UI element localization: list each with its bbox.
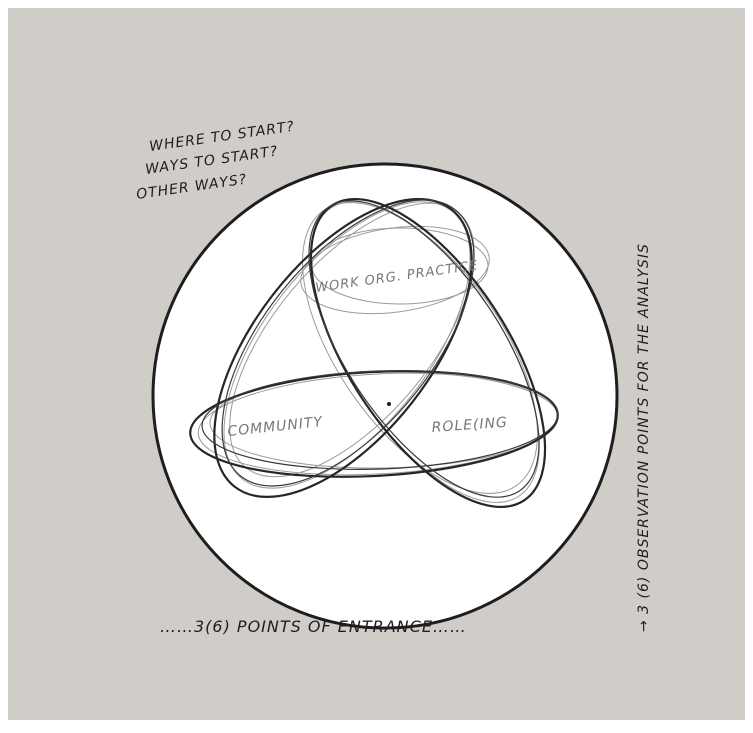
center-dot bbox=[387, 402, 391, 406]
main-circle bbox=[153, 164, 617, 628]
bottom-caption: ……3(6) POINTS OF ENTRANCE…… bbox=[160, 617, 467, 636]
side-caption: → 3 (6) OBSERVATION POINTS FOR THE ANALY… bbox=[636, 243, 652, 632]
